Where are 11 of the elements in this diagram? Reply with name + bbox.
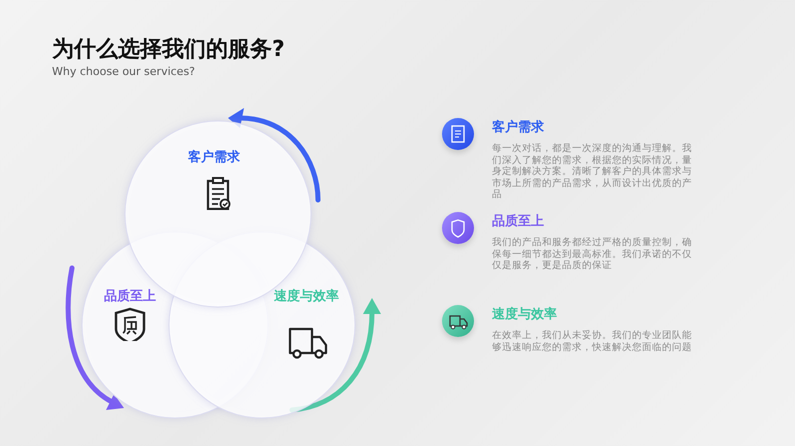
circle-title: 速度与效率 [274,288,339,305]
item-description: 在效率上，我们从未妥协。我们的专业团队能够迅速响应您的需求，快速解决您面临的问题 [492,330,692,353]
item-heading: 品质至上 [492,213,544,230]
item-heading: 客户需求 [492,118,544,136]
item-description: 我们的产品和服务都经过严格的质量控制，确保每一细节都达到最高标准。我们承诺的不仅仅是服务，更是品质的保证 [492,237,692,272]
subtitle: Why choose our services? [52,65,196,78]
item-heading: 速度与效率 [492,306,557,323]
title: 为什么选择我们的服务? [52,36,285,64]
circle-title: 品质至上 [104,288,156,305]
item-description: 每一次对话，都是一次深度的沟通与理解。我们深入了解您的需求，根据您的实际情况，量身定制解决方案。清晰了解客户的具体需求与市场上所需的产品需求，从而设计出优质的产品 [492,143,692,200]
circle-title: 客户需求 [188,148,240,166]
